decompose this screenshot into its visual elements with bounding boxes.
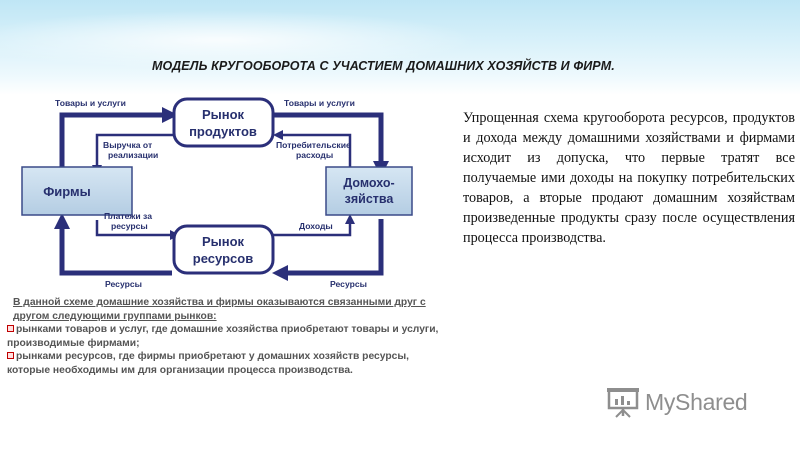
list-item: рынками товаров и услуг, где домашние хо… — [7, 323, 447, 350]
resources-flow-right-arrow — [271, 219, 384, 282]
node-product-market: Рынок продуктов — [172, 97, 275, 148]
node-product-market-label-line1: Рынок — [202, 107, 245, 122]
node-resource-market: Рынок ресурсов — [172, 224, 275, 275]
label-resources-left: Ресурсы — [105, 279, 142, 289]
bullet-icon — [7, 325, 14, 333]
label-goods-left: Товары и услуги — [55, 98, 126, 108]
consumer-spending-arrow — [273, 130, 352, 171]
node-resource-market-label-line2: ресурсов — [193, 251, 253, 266]
flow-labels: Товары и услуги Товары и услуги Выручка … — [55, 98, 367, 289]
goods-flow-right-arrow — [272, 112, 390, 178]
markets-explanation: В данной схеме домашние хозяйства и фирм… — [7, 296, 447, 378]
label-consumer-line1: Потребительские — [276, 140, 351, 150]
slide-title: МОДЕЛЬ КРУГООБОРОТА С УЧАСТИЕМ ДОМАШНИХ … — [152, 59, 615, 73]
label-payments-line2: ресурсы — [111, 221, 148, 231]
circular-flow-diagram: Фирмы Домохо- зяйства Рынок продуктов Ры… — [21, 97, 413, 289]
income-arrow — [272, 214, 355, 237]
description-paragraph: Упрощенная схема кругооборота ресурсов, … — [463, 110, 795, 246]
label-payments-line1: Платежи за — [104, 211, 152, 221]
node-firms: Фирмы — [21, 166, 133, 216]
list-item-text: рынками товаров и услуг, где домашние хо… — [7, 324, 439, 349]
inner-flow-arrows — [92, 130, 355, 240]
label-consumer-line2: расходы — [296, 150, 333, 160]
label-income: Доходы — [299, 221, 333, 231]
node-households-label-line2: зяйства — [345, 192, 395, 206]
node-product-market-label-line2: продуктов — [189, 124, 257, 139]
resources-flow-left-arrow — [53, 212, 172, 276]
goods-flow-left-arrow — [59, 106, 179, 173]
header-band — [0, 0, 800, 95]
revenue-arrow — [92, 133, 175, 175]
outer-flow-arrows — [53, 106, 390, 282]
bullet-icon — [7, 352, 14, 360]
list-item-text: рынками ресурсов, где фирмы приобретают … — [7, 351, 410, 376]
payments-arrow — [95, 220, 180, 240]
markets-intro: В данной схеме домашние хозяйства и фирм… — [13, 297, 426, 322]
label-revenue-line2: реализации — [108, 150, 158, 160]
node-households: Домохо- зяйства — [325, 166, 413, 216]
node-firms-label: Фирмы — [43, 184, 91, 199]
label-revenue-line1: Выручка от — [103, 140, 152, 150]
logo-text: MyShared — [645, 389, 748, 415]
label-resources-right: Ресурсы — [330, 279, 367, 289]
presentation-board-icon — [607, 388, 639, 418]
myshared-logo[interactable]: MyShared — [607, 386, 777, 420]
node-resource-market-label-line1: Рынок — [202, 234, 245, 249]
node-households-label-line1: Домохо- — [343, 176, 394, 190]
label-goods-right: Товары и услуги — [284, 98, 355, 108]
list-item: рынками ресурсов, где фирмы приобретают … — [7, 350, 447, 377]
